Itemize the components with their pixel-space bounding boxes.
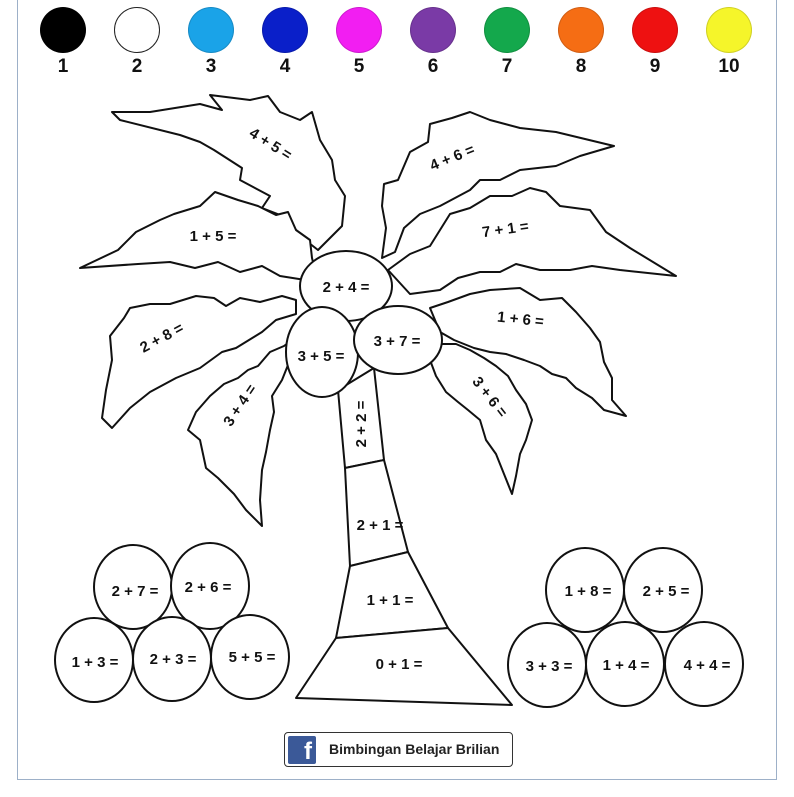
worksheet-frame [17,0,777,780]
pile-left-ball-5 [210,614,290,700]
color-number-3: 3 [205,56,217,77]
color-swatch-8 [558,7,604,53]
facebook-page-badge[interactable]: f Bimbingan Belajar Brilian [284,732,513,767]
color-swatch-1 [40,7,86,53]
coconut-right-label: 3 + 7 = [374,333,421,350]
color-swatch-6 [410,7,456,53]
color-swatch-5 [336,7,382,53]
pile-left-label-5: 5 + 5 = [229,649,276,666]
pile-right-label-5: 4 + 4 = [684,657,731,674]
pile-right-ball-2 [623,547,703,633]
coconut-top-label: 2 + 4 = [323,279,370,296]
color-number-7: 7 [501,56,513,77]
leaf-mid-right-label: 7 + 1 = [481,218,530,241]
color-swatch-7 [484,7,530,53]
pile-left-label-2: 2 + 6 = [185,579,232,596]
trunk-upper [344,459,409,567]
pile-right-label-1: 1 + 8 = [565,583,612,600]
facebook-page-name: Bimbingan Belajar Brilian [329,741,500,757]
color-number-1: 1 [57,56,69,77]
pile-left-ball-2 [170,542,250,630]
leaf-top-right [381,111,615,259]
pile-right-ball-5 [664,621,744,707]
color-number-10: 10 [718,56,740,77]
color-number-4: 4 [279,56,291,77]
color-number-6: 6 [427,56,439,77]
pile-right-label-3: 3 + 3 = [526,658,573,675]
pile-left-label-3: 1 + 3 = [72,654,119,671]
color-number-8: 8 [575,56,587,77]
color-number-2: 2 [131,56,143,77]
color-swatch-2 [114,7,160,53]
color-legend: 1 2 3 4 5 6 7 8 9 10 [0,0,794,85]
leaf-mid-right [387,187,677,295]
trunk-label-1: 2 + 2 = [353,400,370,447]
pile-left-label-4: 2 + 3 = [150,651,197,668]
trunk-label-2: 2 + 1 = [357,517,404,534]
trunk-base [295,627,513,706]
coconut-left-label: 3 + 5 = [298,348,345,365]
trunk-label-3: 1 + 1 = [367,592,414,609]
facebook-icon: f [288,736,316,764]
pile-left-label-1: 2 + 7 = [112,583,159,600]
leaf-bottom-left [187,333,301,527]
leaf-bottom-right [429,343,533,495]
color-swatch-10 [706,7,752,53]
color-swatch-3 [188,7,234,53]
color-number-5: 5 [353,56,365,77]
pile-right-label-2: 2 + 5 = [643,583,690,600]
color-swatch-9 [632,7,678,53]
leaf-low-left [101,295,297,429]
leaf-top-left [111,94,346,251]
leaf-low-right-label: 1 + 6 = [496,309,544,331]
leaf-mid-left [79,191,319,283]
color-swatch-4 [262,7,308,53]
pile-right-label-4: 1 + 4 = [603,657,650,674]
leaf-mid-left-label: 1 + 5 = [190,228,237,245]
coconut-right [353,305,443,375]
leaf-low-right [429,287,627,417]
trunk-label-4: 0 + 1 = [376,656,423,673]
color-number-9: 9 [649,56,661,77]
